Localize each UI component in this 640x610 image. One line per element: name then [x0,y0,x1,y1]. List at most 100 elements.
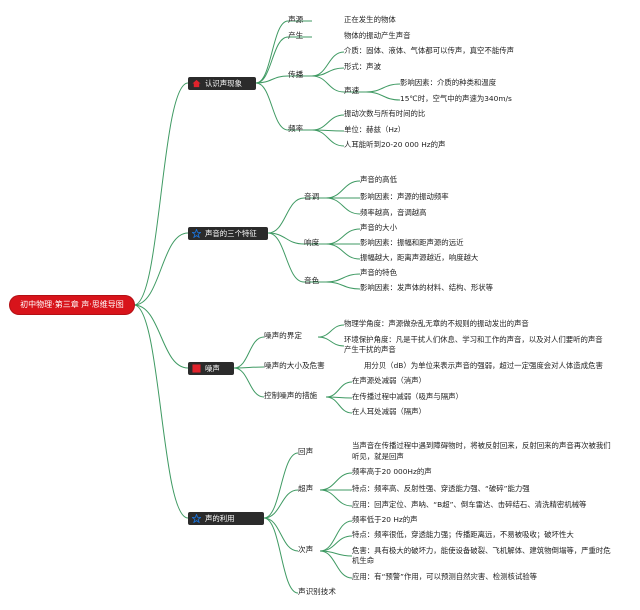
leaf-infra-freq: 频率低于20 Hz的声 [352,515,418,524]
section-label: 认识声现象 [205,79,242,88]
connector-line [263,517,299,594]
connector-line [319,535,353,552]
connector-line [325,228,361,245]
connector-line [319,472,353,491]
leaf-frequency-def: 振动次数与所有时间的比 [344,109,426,118]
connector-line [325,396,353,414]
section-label: 声音的三个特征 [205,229,257,238]
connector-line [267,197,326,234]
leaf-noise-env-2: 产生干扰的声音 [344,345,396,354]
flag-icon [192,364,201,373]
leaf-control-3: 在人耳处减弱（隔声） [352,407,426,416]
leaf-source-desc: 正在发生的物体 [344,15,396,24]
connector-line [325,180,361,199]
leaf-ultra-freq: 频率高于20 000Hz的声 [352,467,432,476]
connector-line [133,304,189,369]
connector-line [365,83,401,93]
node-speed[interactable]: 声速 [344,86,360,95]
section-label: 声的利用 [205,514,235,523]
leaf-infra-apply: 应用：有“预警”作用，可以预测自然灾害、检测核试验等 [352,572,538,581]
leaf-noise-physics: 物理学角度：声源做杂乱无章的不规则的振动发出的声音 [344,319,529,328]
leaf-medium: 介质：固体、液体、气体都可以传声，真空不能传声 [344,46,514,55]
leaf-loudness-2: 影响因素：振幅和距声源的远近 [360,238,464,247]
leaf-noise-env-1: 环境保护角度：凡是干扰人们休息、学习和工作的声音，以及对人们要听的声音 [344,335,603,344]
leaf-noise-level-desc: 用分贝（dB）为单位来表示声音的强弱，超过一定强度会对人体造成危害 [364,361,603,370]
node-produce[interactable]: 产生 [288,31,304,40]
connector-line [255,36,312,84]
leaf-control-2: 在传播过程中减弱（吸声与隔声） [352,392,463,401]
connector-line [325,197,361,215]
connector-line [233,367,265,398]
connector-line [311,114,345,131]
section-sound-characteristics[interactable]: 声音的三个特征 [188,227,268,240]
connector-line [365,91,401,101]
star-icon [192,514,201,523]
connector-line [317,336,345,347]
node-loudness[interactable]: 响度 [304,238,320,247]
leaf-infra-harm-2: 机生命 [352,556,375,565]
node-frequency[interactable]: 频率 [288,124,304,133]
connector-line [267,232,326,283]
node-echo[interactable]: 回声 [298,447,314,456]
leaf-speed-factor: 影响因素：介质的种类和温度 [400,78,497,87]
leaf-ultra-feature: 特点：频率高、反射性强、穿透能力强、“破碎”能力强 [352,484,530,493]
leaf-echo-1: 当声音在传播过程中遇到障碍物时，将被反射回来，反射回来的声音再次被我们 [352,441,611,450]
section-sound-use[interactable]: 声的利用 [188,512,264,525]
connector-line [317,324,345,338]
house-icon [192,79,201,88]
leaf-produce-desc: 物体的振动产生声音 [344,31,411,40]
leaf-timbre-1: 声音的特色 [360,268,397,277]
connector-line [325,281,361,290]
connector-line [267,232,326,245]
connector-line [319,520,353,552]
connector-line [255,82,312,131]
leaf-loudness-1: 声音的大小 [360,223,397,232]
node-infrasound[interactable]: 次声 [298,545,314,554]
node-propagation[interactable]: 传播 [288,70,304,79]
star-icon [192,229,201,238]
section-sound-phenomena[interactable]: 认识声现象 [188,77,256,90]
connector-line [263,452,299,519]
connector-line [133,232,189,306]
section-label: 噪声 [205,364,220,373]
connector-line [133,304,189,519]
node-ultrasound[interactable]: 超声 [298,484,314,493]
leaf-loudness-3: 振幅越大，距离声源越近，响度越大 [360,253,479,262]
root-node[interactable]: 初中物理·第三章 声·思维导图 [10,296,134,314]
node-noise-level[interactable]: 噪声的大小及危害 [264,361,325,370]
connector-line [311,129,345,147]
connector-line [311,75,366,93]
leaf-infra-harm-1: 危害：具有极大的破坏力，能使设备破裂、飞机解体、建筑物倒塌等，严重时危 [352,546,611,555]
node-noise-define[interactable]: 噪声的界定 [264,331,302,340]
connector-line [319,489,353,507]
connector-line [133,82,189,306]
leaf-control-1: 在声源处减弱（消声） [352,376,426,385]
node-pitch[interactable]: 音调 [304,192,320,201]
leaf-infra-feature: 特点：频率很低，穿透能力强；传播距离远，不易被吸收；破坏性大 [352,530,574,539]
node-source[interactable]: 声源 [288,15,304,24]
connector-line [233,336,265,369]
connector-line [255,20,312,84]
leaf-timbre-2: 影响因素：发声体的材料、结构、形状等 [360,283,494,292]
leaf-frequency-range: 人耳能听到20-20 000 Hz的声 [344,140,446,149]
leaf-pitch-3: 频率越高，音调越高 [360,208,427,217]
connector-line [255,75,312,84]
connector-line [263,517,299,552]
leaf-speed-value: 15℃时，空气中的声速为340m/s [400,94,512,103]
connector-line [325,273,361,283]
leaf-echo-2: 听见，就是回声 [352,452,404,461]
connector-line [233,366,265,369]
leaf-pitch-2: 影响因素：声源的振动频率 [360,192,449,201]
leaf-frequency-unit: 单位：赫兹（Hz） [344,125,406,134]
connector-line [325,381,353,398]
connector-line [319,550,353,579]
leaf-pitch-1: 声音的高低 [360,175,397,184]
leaf-form: 形式：声波 [344,62,381,71]
node-noise-control[interactable]: 控制噪声的措施 [264,391,318,400]
connector-line [263,489,299,519]
node-sound-recognition[interactable]: 声识别技术 [298,587,336,596]
section-noise[interactable]: 噪声 [188,362,234,375]
node-timbre[interactable]: 音色 [304,276,320,285]
leaf-ultra-apply: 应用：回声定位、声呐、“B超”、倒车雷达、击碎结石、清洗精密机械等 [352,500,587,509]
